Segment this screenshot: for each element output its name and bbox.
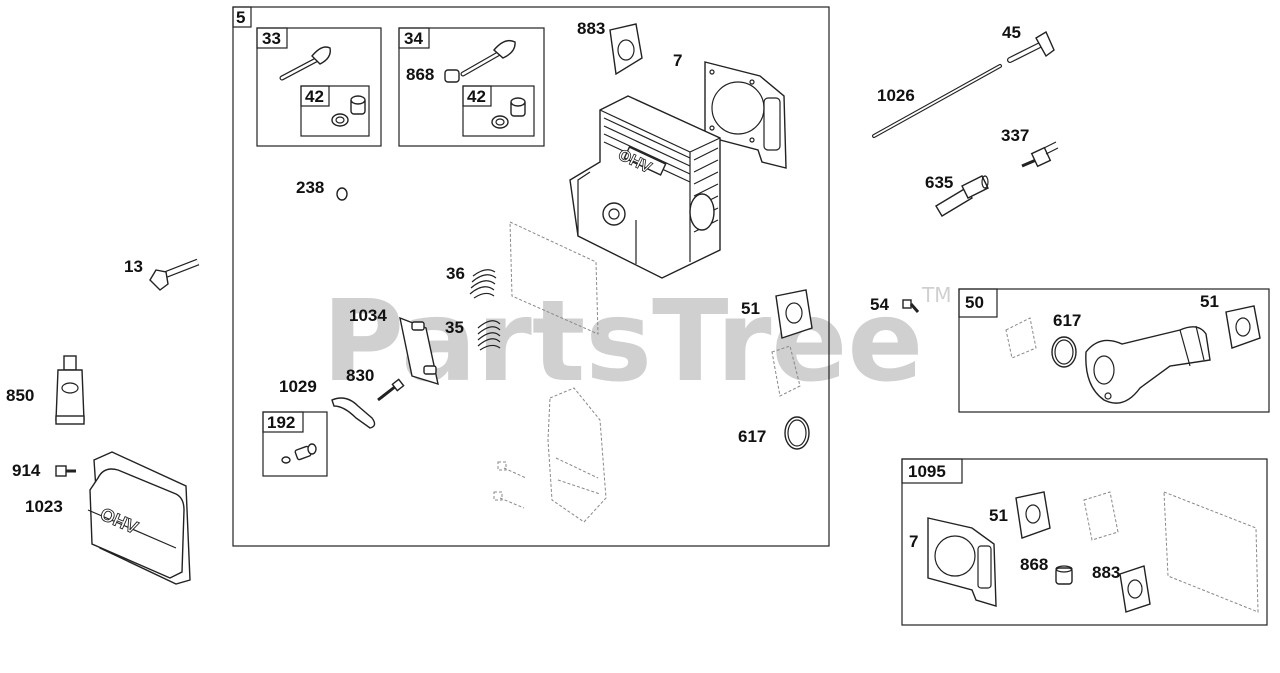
callout-914[interactable]: 914	[12, 461, 41, 480]
callout-7b[interactable]: 7	[909, 532, 918, 551]
gasket-51b[interactable]	[1225, 305, 1261, 349]
callout-617[interactable]: 617	[738, 427, 766, 446]
plug-238[interactable]	[336, 187, 348, 201]
group-42a-label: 42	[305, 87, 324, 106]
intake-manifold[interactable]	[1085, 325, 1211, 404]
callout-850[interactable]: 850	[6, 386, 34, 405]
callout-35[interactable]: 35	[445, 318, 464, 337]
callout-51[interactable]: 51	[741, 299, 760, 318]
head-gasket-7b[interactable]	[927, 517, 997, 607]
group-5-label: 5	[236, 8, 245, 27]
callout-238[interactable]: 238	[296, 178, 324, 197]
group-192-label: 192	[267, 413, 295, 432]
group-5[interactable]: 5	[232, 6, 830, 547]
callout-54[interactable]: 54	[870, 295, 889, 314]
callout-13[interactable]: 13	[124, 257, 143, 276]
callout-7[interactable]: 7	[673, 51, 682, 70]
group-33-label: 33	[262, 29, 281, 48]
gasket-51[interactable]	[775, 289, 813, 339]
group-50-label: 50	[965, 293, 984, 312]
callout-868b[interactable]: 868	[1020, 555, 1048, 574]
screw-54[interactable]	[902, 299, 920, 313]
group-192[interactable]: 192	[262, 411, 328, 477]
callout-868[interactable]: 868	[406, 65, 434, 84]
watermark-trademark: TM	[921, 283, 951, 307]
callout-1023[interactable]: 1023	[25, 497, 63, 516]
screw-830[interactable]	[377, 378, 405, 402]
exhaust-valve[interactable]	[460, 39, 516, 77]
valve-45[interactable]	[1007, 30, 1055, 63]
gasket-51c[interactable]	[1015, 491, 1051, 539]
callout-337[interactable]: 337	[1001, 126, 1029, 145]
gasket-883[interactable]	[609, 23, 643, 76]
sealant-tube-850[interactable]	[55, 355, 85, 425]
o-ring-617[interactable]	[784, 416, 810, 450]
push-rod-1026[interactable]	[872, 64, 1002, 138]
rocker-cover-1023[interactable]: OHV	[87, 451, 191, 585]
callout-635[interactable]: 635	[925, 173, 953, 192]
group-34[interactable]: 34 868 42	[398, 27, 545, 147]
cylinder-head[interactable]: OHV	[569, 95, 721, 279]
adjuster-192[interactable]	[281, 443, 317, 464]
o-ring-617b[interactable]	[1051, 336, 1077, 368]
callout-617b[interactable]: 617	[1053, 311, 1081, 330]
callout-51b[interactable]: 51	[1200, 292, 1219, 311]
callout-1029[interactable]: 1029	[279, 377, 317, 396]
intake-valve[interactable]	[279, 46, 331, 81]
gasket-883b[interactable]	[1119, 565, 1151, 613]
callout-45[interactable]: 45	[1002, 23, 1021, 42]
shroud-outline	[493, 387, 607, 523]
callout-883[interactable]: 883	[577, 19, 605, 38]
bolt-13[interactable]	[149, 258, 200, 291]
group-1095-label: 1095	[908, 462, 946, 481]
valve-guide-868b[interactable]	[1055, 565, 1073, 585]
cover-gasket-outline	[1163, 491, 1259, 613]
callout-830[interactable]: 830	[346, 366, 374, 385]
valve-spring-36[interactable]	[469, 269, 497, 299]
group-34-label: 34	[404, 29, 423, 48]
callout-36[interactable]: 36	[446, 264, 465, 283]
gasket-outline-50	[1005, 317, 1037, 359]
valve-spring-35[interactable]	[477, 320, 501, 351]
head-gasket-7[interactable]	[704, 61, 787, 169]
screw-914[interactable]	[55, 465, 76, 477]
group-33[interactable]: 33 42	[256, 27, 382, 147]
spark-plug-337[interactable]	[1021, 141, 1059, 168]
valve-guide[interactable]	[444, 69, 460, 83]
group-42b-label: 42	[467, 87, 486, 106]
gasket-outline	[771, 345, 801, 397]
valve-seal-a[interactable]	[331, 95, 366, 127]
callout-1026[interactable]: 1026	[877, 86, 915, 105]
rocker-arm-1029[interactable]	[331, 397, 376, 429]
callout-883b[interactable]: 883	[1092, 563, 1120, 582]
tappet-635[interactable]	[935, 175, 989, 217]
callout-1034[interactable]: 1034	[349, 306, 387, 325]
gasket-outline-1095	[1083, 491, 1119, 541]
callout-51c[interactable]: 51	[989, 506, 1008, 525]
group-1095[interactable]: 1095 7 51 868 883	[901, 458, 1268, 626]
valve-seal-b[interactable]	[491, 97, 526, 129]
rocker-gasket-outline	[509, 221, 599, 335]
group-50[interactable]: 50 617 51	[958, 288, 1270, 413]
breather-plate-1034[interactable]	[399, 316, 439, 386]
